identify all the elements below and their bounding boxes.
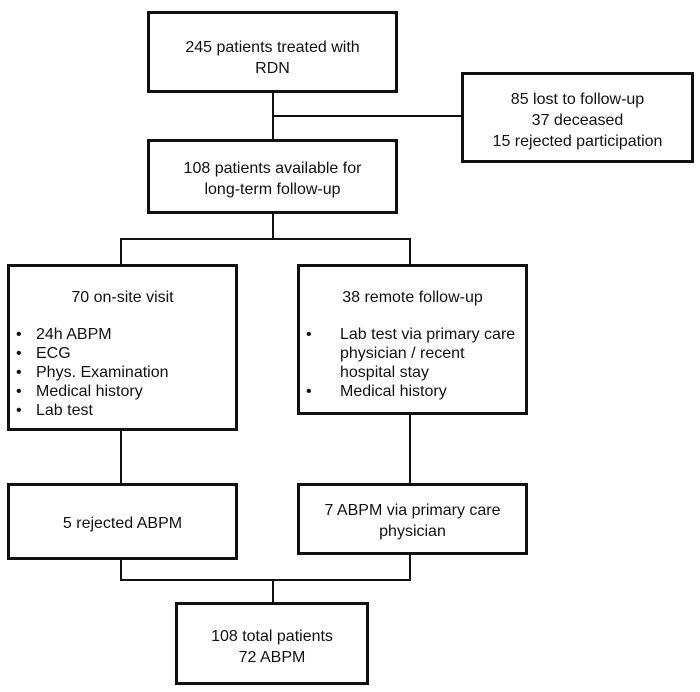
box-total: 108 total patients 72 ABPM — [175, 602, 369, 685]
onsite-item: Lab test — [16, 401, 169, 420]
available-line-1: 108 patients available for — [183, 160, 362, 177]
remote-title: 38 remote follow-up — [342, 289, 483, 306]
onsite-item: 24h ABPM — [16, 325, 169, 344]
available-line-2: long-term follow-up — [204, 181, 341, 198]
box-remote: 38 remote follow-up Lab test via primary… — [297, 264, 528, 415]
box-abpm-primary-care-text: 7 ABPM via primary care physician — [300, 500, 525, 542]
box-onsite: 70 on-site visit 24h ABPM ECG Phys. Exam… — [7, 264, 238, 431]
box-abpm-primary-care: 7 ABPM via primary care physician — [297, 483, 528, 555]
connector-to-excluded — [273, 115, 462, 117]
rejected-participation: 15 rejected participation — [492, 133, 663, 150]
connector-branch-horizontal — [120, 238, 411, 240]
remote-item-1-line-2: physician / recent — [340, 345, 465, 362]
remote-item: Medical history — [306, 382, 515, 401]
connector-remote-to-abpm — [409, 414, 411, 484]
onsite-item: Medical history — [16, 382, 169, 401]
box-treated-text: 245 patients treated with RDN — [150, 37, 395, 79]
connector-merge-to-total — [272, 579, 274, 603]
remote-list: Lab test via primary care physician / re… — [306, 325, 515, 401]
abpm-primary-line-1: 7 ABPM via primary care — [324, 502, 501, 519]
lost-to-follow-up: 85 lost to follow-up — [510, 91, 645, 108]
box-available-text: 108 patients available for long-term fol… — [150, 158, 395, 200]
connector-branch-right — [409, 238, 411, 265]
treated-line-2: RDN — [255, 60, 290, 77]
box-rejected-abpm: 5 rejected ABPM — [7, 483, 238, 560]
deceased: 37 deceased — [531, 112, 624, 129]
box-treated: 245 patients treated with RDN — [147, 11, 398, 93]
connector-onsite-to-rejected — [120, 430, 122, 484]
remote-item-1-line-1: Lab test via primary care — [340, 326, 516, 343]
connector-merge-horizontal — [120, 579, 411, 581]
box-available: 108 patients available for long-term fol… — [147, 139, 398, 214]
total-patients: 108 total patients — [211, 628, 333, 645]
treated-line-1: 245 patients treated with — [185, 39, 360, 56]
remote-item-1-line-3: hospital stay — [340, 364, 429, 381]
box-excluded: 85 lost to follow-up 37 deceased 15 reje… — [461, 72, 694, 163]
box-excluded-text: 85 lost to follow-up 37 deceased 15 reje… — [464, 89, 691, 152]
rejected-abpm-label: 5 rejected ABPM — [62, 515, 183, 532]
abpm-primary-line-2: physician — [379, 523, 446, 540]
remote-item-2-line-1: Medical history — [340, 383, 447, 400]
connector-rejected-down — [120, 559, 122, 581]
onsite-title: 70 on-site visit — [71, 289, 174, 306]
onsite-item: Phys. Examination — [16, 363, 169, 382]
connector-abpm-down — [409, 554, 411, 581]
remote-item: Lab test via primary care physician / re… — [306, 325, 515, 382]
connector-branch-left — [120, 238, 122, 265]
box-total-text: 108 total patients 72 ABPM — [178, 626, 366, 668]
onsite-list: 24h ABPM ECG Phys. Examination Medical h… — [16, 325, 169, 420]
connector-available-down — [272, 213, 274, 239]
onsite-item: ECG — [16, 344, 169, 363]
total-abpm: 72 ABPM — [238, 649, 306, 666]
